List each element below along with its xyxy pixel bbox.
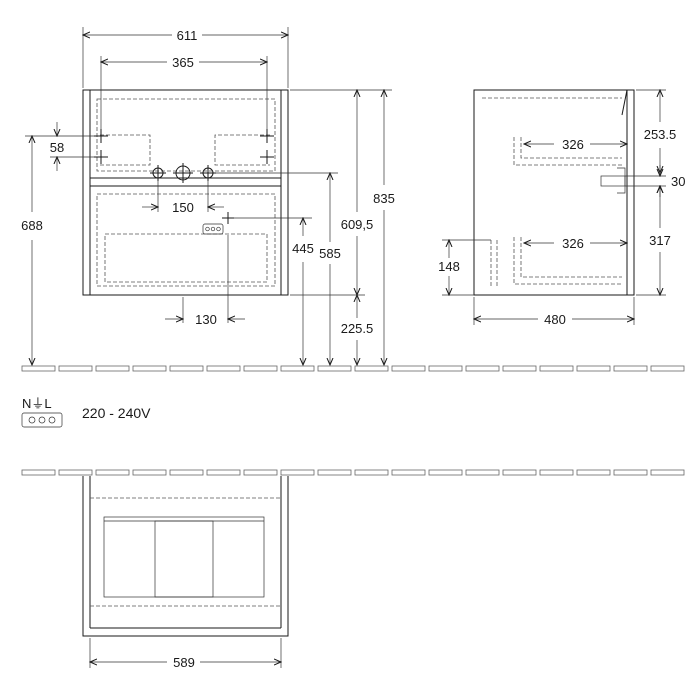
dim-waste-spacing: 150 [172,200,194,215]
dim-socket-height: 445 [292,241,314,256]
dim-left-height: 148 [438,259,460,274]
electrical-symbol: N⏚L 220 - 240V [21,396,151,428]
side-cabinet-outline [473,89,635,296]
dim-drawer-depth-top: 326 [562,137,584,152]
plan-drawer-outline [103,516,265,598]
dim-top-height: 609,5 [341,217,374,232]
nel-symbol-text: N⏚L [22,396,52,411]
plan-cabinet-outline [82,476,289,637]
wall-line-plan [21,469,685,476]
pipe-outlet [600,175,626,187]
dim-waste-height: 585 [319,246,341,261]
dim-overall-width: 611 [177,28,198,43]
socket-box [202,223,224,235]
side-view: 253.5 326 30 326 317 148 480 [438,90,685,327]
dim-drawer-depth-bottom: 326 [562,236,584,251]
waste-pipe-icon [150,163,216,183]
dim-inner-width: 589 [173,655,195,670]
dim-depth: 480 [544,312,566,327]
dim-tap-spacing: 365 [172,55,194,70]
dim-bottom-height: 225.5 [341,321,374,336]
plan-view: 589 [82,476,289,670]
dim-height-to-floor: 688 [21,218,43,233]
voltage-label: 220 - 240V [82,405,151,421]
plan-siphon-cutout [154,520,214,598]
socket-marker-icon [222,212,234,224]
dim-overall-height: 835 [373,191,395,206]
front-view: 611 365 58 150 130 688 445 [21,27,395,365]
dim-pipe-offset: 30 [671,174,685,189]
lower-drawer-hidden [104,233,268,283]
tap-marker-icon [94,129,274,164]
dim-lower-height: 317 [649,233,671,248]
dim-socket-offset: 130 [195,312,217,327]
floor-line-top [21,365,685,372]
upper-drawer-hidden [96,98,276,172]
front-cabinet-outline [82,89,289,296]
dim-tap-offset: 58 [50,140,64,155]
dim-top-gap: 253.5 [644,127,677,142]
socket-icon [21,412,63,428]
